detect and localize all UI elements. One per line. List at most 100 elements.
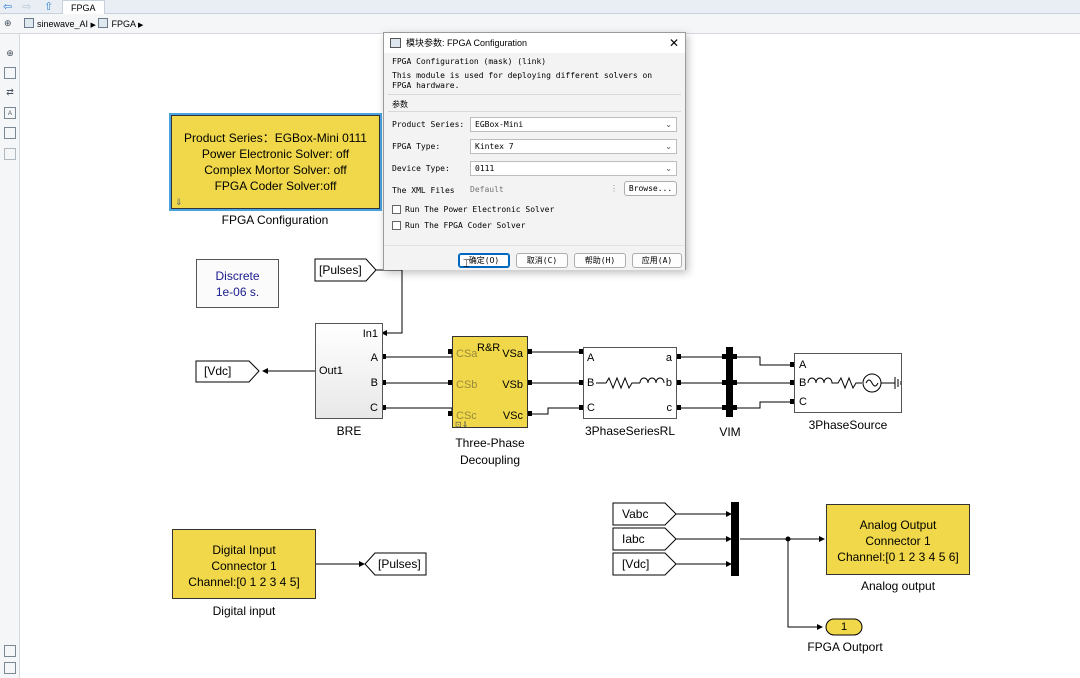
bre-port-a: A	[370, 352, 378, 364]
goto-pulses-bottom-tag[interactable]: [Pulses]	[378, 557, 421, 571]
device-type-select[interactable]: 0111 ⌄	[470, 161, 677, 176]
window-top-bar: ⇦ ⇨ ⇧	[0, 0, 1080, 14]
series-rl-label: 3PhaseSeriesRL	[584, 424, 676, 438]
back-arrow-icon[interactable]: ⇦	[3, 0, 13, 13]
product-series-value: EGBox-Mini	[475, 120, 524, 129]
fpga-configuration-block[interactable]: Product Series：EGBox-Mini 0111 Power Ele…	[171, 115, 380, 209]
help-button[interactable]: 帮助(H)	[574, 253, 626, 268]
camera-icon[interactable]	[4, 645, 16, 657]
chevron-down-icon: ⌄	[665, 164, 672, 173]
analog-output-line: Channel:[0 1 2 3 4 5 6]	[837, 550, 959, 564]
ok-button[interactable]: 确定(O)	[458, 253, 510, 268]
fpga-type-label: FPGA Type:	[392, 142, 441, 151]
xml-files-dots: ⋮	[610, 184, 618, 193]
three-phase-decoupling-block[interactable]: R&R CSa CSb CSc VSa VSb VSc ⊡⇓	[452, 336, 528, 429]
analog-output-line: Analog Output	[859, 518, 937, 532]
dialog-params-panel	[388, 111, 681, 239]
source-port-c: C	[799, 396, 807, 408]
run-power-electronic-checkbox[interactable]	[392, 205, 401, 214]
block-parameters-dialog[interactable]: 模块参数: FPGA Configuration ✕ FPGA Configur…	[383, 32, 686, 270]
bre-label: BRE	[336, 424, 362, 438]
bre-block[interactable]: In1 Out1 A B C	[315, 323, 383, 419]
fpga-outport-label: FPGA Outport	[807, 640, 883, 654]
fpga-type-value: Kintex 7	[475, 142, 514, 151]
tab-fpga[interactable]: FPGA	[62, 0, 105, 14]
series-rl-port-b: B	[587, 377, 595, 389]
series-rl-port-b-out: b	[665, 377, 672, 389]
analog-output-label: Analog output	[860, 579, 936, 593]
fit-view-icon[interactable]	[4, 67, 16, 79]
product-series-select[interactable]: EGBox-Mini ⌄	[470, 117, 677, 132]
up-arrow-icon[interactable]: ⇧	[44, 0, 54, 13]
dialog-description: This module is used for deploying differ…	[392, 71, 653, 80]
decoupling-title: R&R	[477, 342, 501, 354]
discrete-line: Discrete	[215, 269, 260, 283]
breadcrumb-separator: ▶	[90, 22, 96, 29]
grid-icon[interactable]	[4, 662, 16, 674]
decoupling-port-vsa: VSa	[502, 348, 523, 360]
breadcrumb-separator: ▶	[137, 22, 144, 29]
fpga-config-line: Product Series：EGBox-Mini 0111	[184, 131, 367, 145]
series-rl-port-a: A	[587, 352, 595, 364]
image-icon[interactable]	[4, 127, 16, 139]
bre-port-out1: Out1	[319, 365, 343, 377]
browse-button[interactable]: Browse...	[624, 181, 677, 196]
forward-arrow-icon[interactable]: ⇨	[22, 0, 32, 13]
mask-link-icon: ⇓	[175, 197, 183, 207]
goto-pulses-tag[interactable]: [Pulses]	[319, 263, 362, 277]
fpga-config-line: Power Electronic Solver: off	[201, 147, 350, 161]
three-phase-series-rl-block[interactable]: A B C a b c	[583, 347, 677, 419]
device-type-value: 0111	[475, 164, 495, 173]
decoupling-port-vsc: VSc	[502, 410, 523, 422]
digital-input-line: Digital Input	[212, 543, 276, 557]
source-port-a: A	[799, 359, 807, 371]
fpga-outport-number[interactable]: 1	[840, 621, 848, 633]
xml-files-input[interactable]	[468, 182, 618, 197]
goto-vdc-tag[interactable]: [Vdc]	[204, 364, 232, 378]
zoom-icon[interactable]: ⊕	[6, 48, 14, 58]
model-icon	[24, 18, 34, 28]
from-vdc-tag[interactable]: [Vdc]	[622, 557, 650, 571]
analog-output-block[interactable]: Analog Output Connector 1 Channel:[0 1 2…	[826, 504, 970, 575]
mouse-cursor-icon: ⌶	[463, 257, 470, 270]
bre-port-c: C	[370, 402, 378, 414]
bre-port-b: B	[370, 377, 378, 389]
digital-input-line: Channel:[0 1 2 3 4 5]	[188, 575, 300, 589]
breadcrumb-subsystem[interactable]: FPGA	[111, 19, 136, 29]
arrows-icon[interactable]: ⇄	[6, 87, 14, 97]
decoupling-port-csa: CSa	[456, 348, 478, 360]
digital-input-label: Digital input	[212, 604, 276, 618]
hide-browser-icon[interactable]: ⊕	[4, 19, 12, 29]
apply-button[interactable]: 应用(A)	[632, 253, 682, 268]
decoupling-port-vsb: VSb	[502, 379, 523, 391]
series-rl-port-a-out: a	[665, 352, 672, 364]
xml-files-label: The XML Files	[392, 186, 455, 195]
annotation-icon[interactable]: A	[4, 107, 16, 119]
breadcrumb-model[interactable]: sinewave_AI	[37, 19, 89, 29]
close-icon[interactable]: ✕	[668, 36, 680, 50]
digital-input-block[interactable]: Digital Input Connector 1 Channel:[0 1 2…	[172, 529, 316, 599]
area-icon[interactable]	[4, 148, 16, 160]
mux-bar	[731, 502, 739, 576]
from-vabc-tag[interactable]: Vabc	[622, 507, 649, 521]
chevron-down-icon: ⌄	[665, 142, 672, 151]
source-port-b: B	[799, 377, 807, 389]
fpga-config-line: Complex Mortor Solver: off	[204, 163, 347, 177]
analog-output-line: Connector 1	[865, 534, 931, 548]
decoupling-label-line2: Decoupling	[459, 453, 521, 467]
decoupling-label-line1: Three-Phase	[455, 436, 525, 450]
digital-input-line: Connector 1	[211, 559, 277, 573]
source-label: 3PhaseSource	[808, 418, 888, 432]
from-iabc-tag[interactable]: Iabc	[622, 532, 645, 546]
run-fpga-coder-checkbox[interactable]	[392, 221, 401, 230]
vim-label: VIM	[719, 425, 741, 439]
dialog-divider	[388, 94, 681, 95]
dialog-description-panel	[388, 53, 681, 125]
discrete-sample-time: 1e-06 s.	[215, 285, 260, 299]
cancel-button[interactable]: 取消(C)	[516, 253, 568, 268]
three-phase-source-block[interactable]: A B C	[794, 353, 902, 413]
fpga-type-select[interactable]: Kintex 7 ⌄	[470, 139, 677, 154]
powergui-discrete-block[interactable]: Discrete 1e-06 s.	[196, 259, 279, 308]
dialog-params-heading: 参数	[392, 100, 408, 109]
